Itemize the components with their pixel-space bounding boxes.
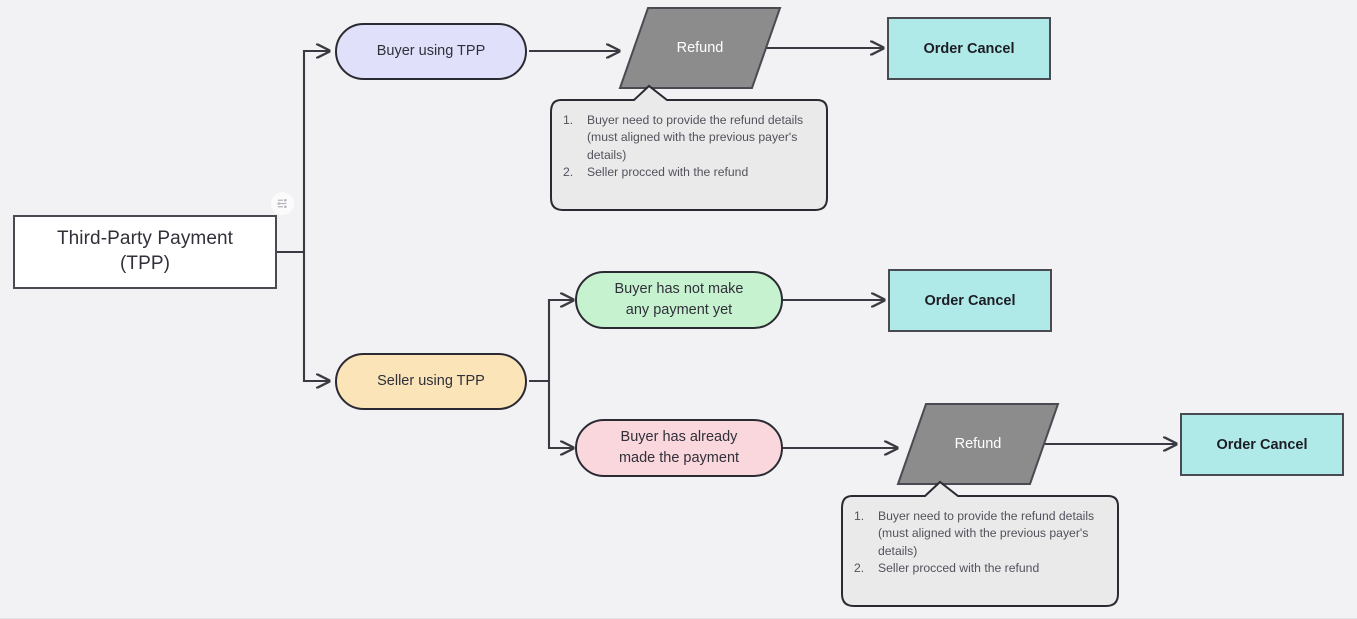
note-item: 2. Seller procced with the refund bbox=[563, 164, 815, 181]
note-refund-top: 1. Buyer need to provide the refund deta… bbox=[549, 84, 829, 212]
note-item-text: Buyer need to provide the refund details… bbox=[878, 509, 1095, 558]
tpp-label-line1: Third-Party Payment bbox=[56, 228, 234, 250]
node-label-line1: Buyer has already bbox=[620, 428, 738, 445]
node-order-cancel-1[interactable]: Order Cancel bbox=[887, 17, 1051, 80]
note-refund-bottom: 1. Buyer need to provide the refund deta… bbox=[840, 480, 1120, 608]
note-item-text: Seller procced with the refund bbox=[587, 165, 749, 180]
note-item-number: 2. bbox=[854, 561, 865, 576]
node-label: Order Cancel bbox=[1216, 436, 1308, 453]
edge-tpp-to-seller bbox=[302, 252, 330, 381]
node-label: Order Cancel bbox=[924, 292, 1016, 309]
branch-flow-icon[interactable] bbox=[271, 192, 294, 215]
node-buyer-no-payment[interactable]: Buyer has not make any payment yet bbox=[575, 271, 783, 329]
node-order-cancel-2[interactable]: Order Cancel bbox=[888, 269, 1052, 332]
node-buyer-using-tpp[interactable]: Buyer using TPP bbox=[335, 23, 527, 80]
note-item-text: Buyer need to provide the refund details… bbox=[587, 113, 804, 162]
node-refund-bottom[interactable]: Refund bbox=[896, 403, 1060, 485]
node-order-cancel-3[interactable]: Order Cancel bbox=[1180, 413, 1344, 476]
note-item-number: 1. bbox=[854, 509, 865, 523]
node-label: Buyer using TPP bbox=[376, 42, 486, 59]
node-buyer-already-paid[interactable]: Buyer has already made the payment bbox=[575, 419, 783, 477]
tpp-label-line2: (TPP) bbox=[119, 253, 171, 274]
note-item: 2. Seller procced with the refund bbox=[854, 560, 1106, 577]
edge-tpp-to-buyer bbox=[302, 51, 330, 252]
edge-seller-to-nopay bbox=[547, 300, 574, 381]
node-label-line2: made the payment bbox=[618, 450, 740, 466]
node-label-line1: Buyer has not make bbox=[614, 280, 744, 297]
node-label-line2: any payment yet bbox=[625, 302, 733, 318]
note-item: 1. Buyer need to provide the refund deta… bbox=[563, 112, 815, 164]
note-list: 1. Buyer need to provide the refund deta… bbox=[563, 112, 815, 182]
node-seller-using-tpp[interactable]: Seller using TPP bbox=[335, 353, 527, 410]
edge-seller-to-paid bbox=[547, 381, 574, 448]
note-item: 1. Buyer need to provide the refund deta… bbox=[854, 508, 1106, 560]
node-third-party-payment[interactable]: Third-Party Payment (TPP) bbox=[13, 215, 277, 289]
note-item-number: 1. bbox=[563, 113, 574, 127]
note-item-text: Seller procced with the refund bbox=[878, 561, 1040, 576]
note-list: 1. Buyer need to provide the refund deta… bbox=[854, 508, 1106, 578]
note-item-number: 2. bbox=[563, 165, 574, 180]
node-label: Order Cancel bbox=[923, 40, 1015, 57]
node-refund-top[interactable]: Refund bbox=[618, 7, 782, 89]
node-label: Seller using TPP bbox=[377, 372, 485, 389]
